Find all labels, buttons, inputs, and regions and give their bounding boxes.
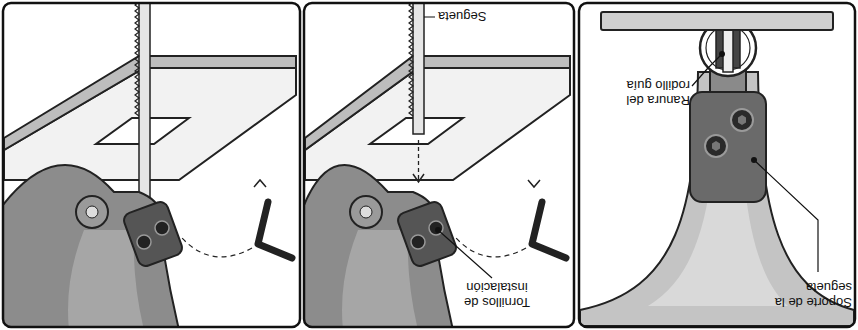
leader-line bbox=[692, 54, 722, 86]
part-label: Soporte de la segueta bbox=[774, 280, 852, 310]
saw-body bbox=[580, 72, 854, 326]
shoe-edge bbox=[305, 56, 570, 150]
screw bbox=[155, 221, 169, 235]
roller-axle bbox=[360, 206, 372, 218]
insert-arrowhead bbox=[413, 174, 424, 182]
insert-panel bbox=[304, 3, 570, 327]
screw-hex bbox=[712, 141, 720, 151]
leader-line bbox=[754, 160, 818, 272]
panel-frame bbox=[579, 3, 855, 327]
guide-roller bbox=[76, 196, 108, 228]
turn-mark bbox=[254, 180, 266, 187]
blade-teeth bbox=[135, 3, 139, 116]
dashed-path bbox=[182, 238, 252, 257]
leader-dot bbox=[719, 51, 725, 57]
installed-panel bbox=[3, 3, 296, 327]
leader-dot bbox=[435, 227, 441, 233]
guide-roller bbox=[350, 196, 382, 228]
screw bbox=[411, 235, 425, 249]
panel-frame bbox=[304, 3, 574, 327]
turn-mark bbox=[528, 180, 540, 187]
screw bbox=[705, 135, 727, 157]
part-label: Segueta bbox=[438, 9, 510, 24]
blade-clamp bbox=[396, 200, 458, 268]
saw-blade bbox=[139, 3, 150, 220]
allen-key bbox=[532, 202, 566, 258]
insert-arrow bbox=[418, 140, 419, 180]
roller-axle bbox=[86, 206, 98, 218]
installed-group bbox=[3, 3, 296, 327]
part-label: Ranura del rodillo guía bbox=[610, 78, 690, 108]
panel-frame bbox=[3, 3, 300, 327]
saw-shoe bbox=[601, 12, 833, 30]
shoe-plate bbox=[305, 68, 570, 180]
dashed-path bbox=[456, 238, 526, 257]
saw-blade bbox=[723, 28, 733, 72]
blade-clamp bbox=[122, 200, 184, 268]
screw bbox=[731, 109, 753, 131]
screw-hex bbox=[738, 115, 746, 125]
saw-blade bbox=[413, 3, 424, 134]
leader-dot bbox=[751, 157, 757, 163]
closeup-panel bbox=[580, 12, 854, 326]
leader-line bbox=[438, 230, 492, 278]
part-label: Tornillos de instalación bbox=[454, 280, 540, 310]
screw bbox=[137, 235, 151, 249]
allen-key bbox=[258, 202, 292, 258]
leader-line bbox=[424, 16, 435, 17]
blade-teeth bbox=[409, 3, 413, 116]
blade-holder bbox=[690, 92, 766, 202]
